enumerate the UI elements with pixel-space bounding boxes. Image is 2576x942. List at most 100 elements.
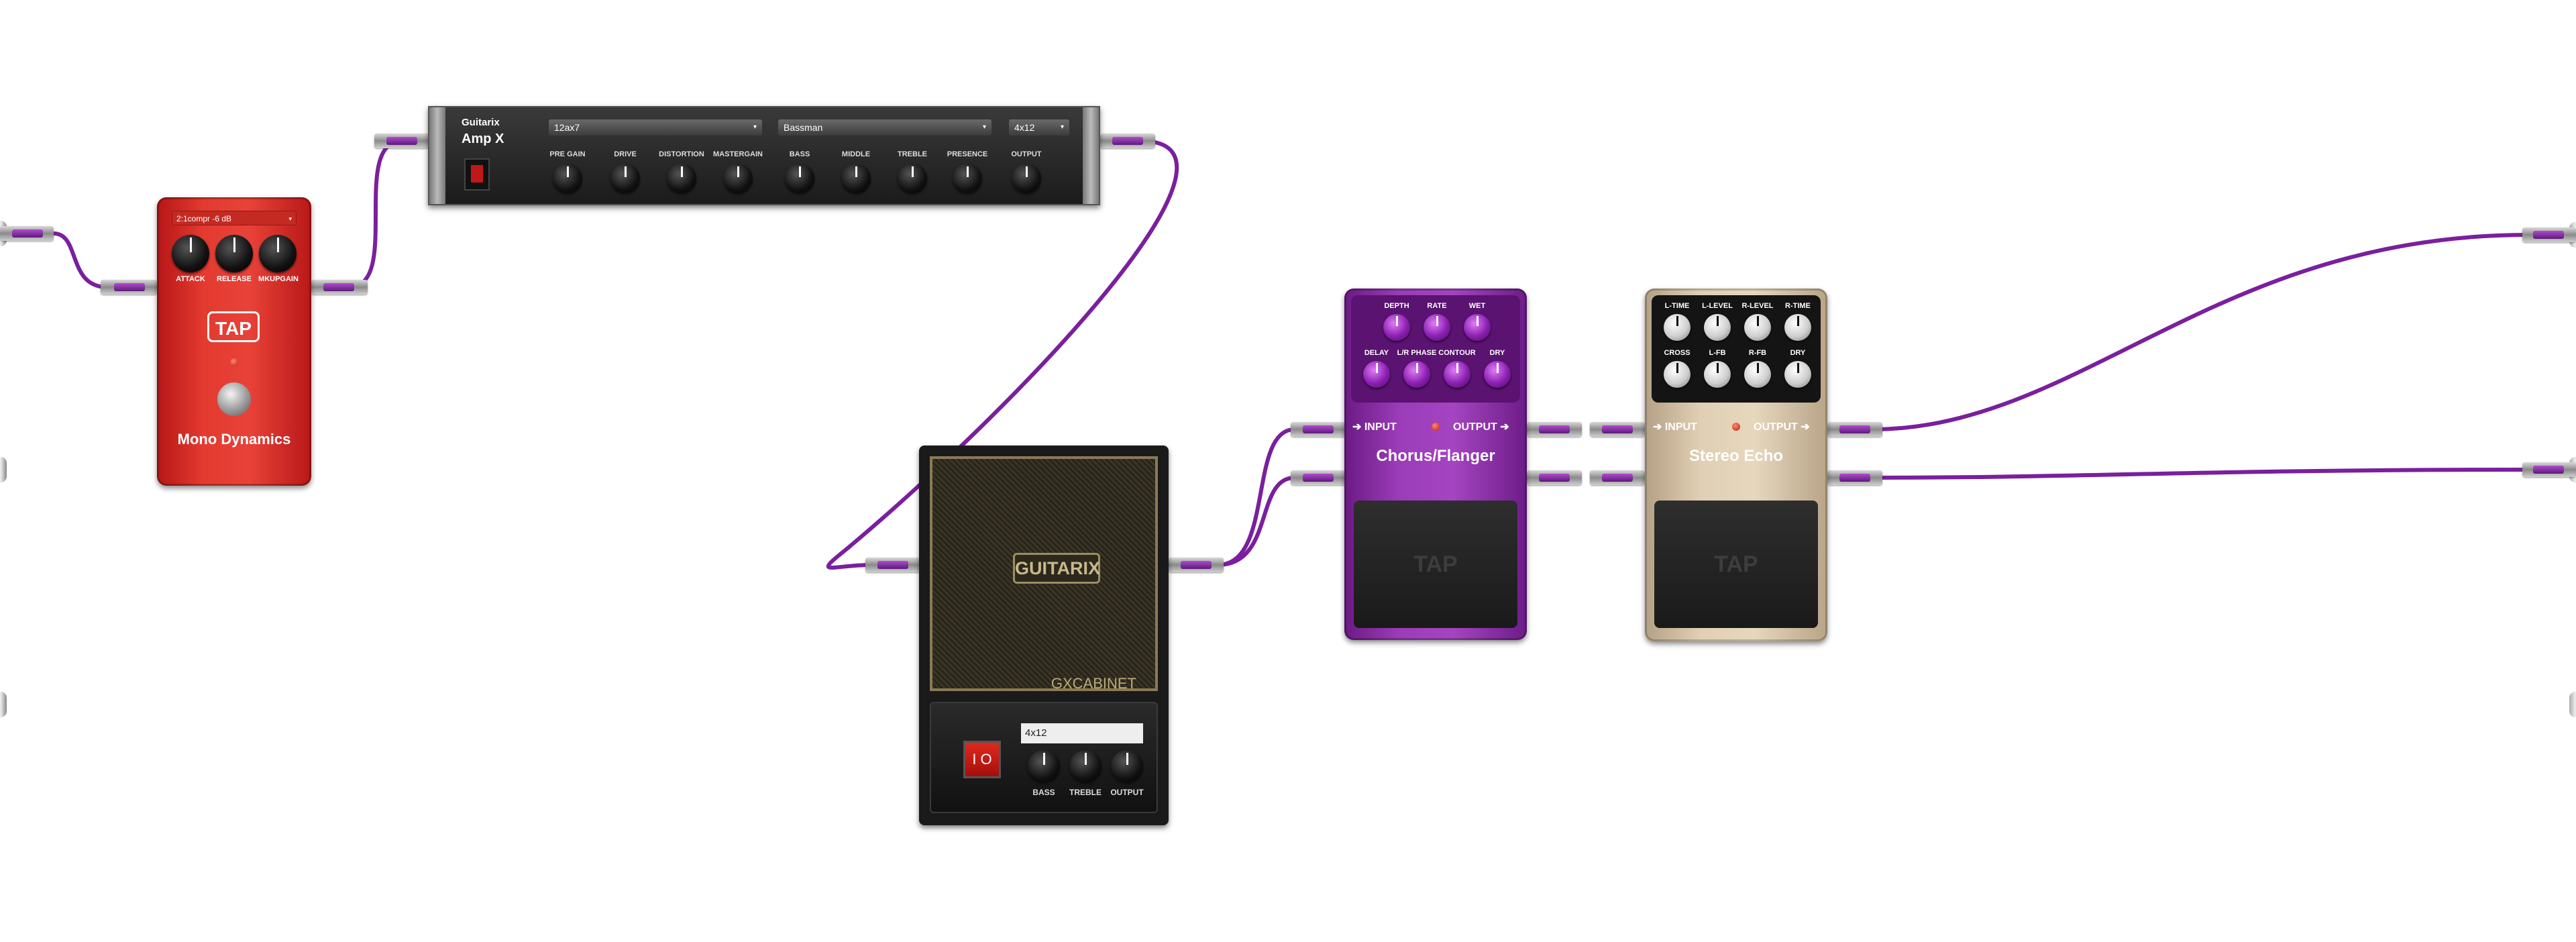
jack-echo-in-2[interactable] <box>1590 470 1645 485</box>
r-level-knob[interactable] <box>1744 314 1771 341</box>
jack-cab-out[interactable] <box>1169 558 1224 572</box>
cable-echo-out-2 <box>1870 468 2531 480</box>
pre-gain-knob[interactable] <box>553 164 582 193</box>
jack-out-right-2[interactable] <box>2522 462 2576 477</box>
l-time-label: L-TIME <box>1664 302 1690 310</box>
jack-chorus-in-2[interactable] <box>1291 470 1346 485</box>
jack-chorus-out-1[interactable] <box>1527 422 1582 437</box>
chorus-knob-panel: DEPTH RATE WET DELAY L/R PHASE CONTOUR D… <box>1351 295 1520 403</box>
pedal-name: Stereo Echo <box>1688 447 1784 465</box>
tonestack-select[interactable]: Bassman ▾ <box>778 119 991 136</box>
pedal-name: Mono Dynamics <box>177 431 291 448</box>
rate-label: RATE <box>1427 302 1447 310</box>
drive-knob[interactable] <box>610 164 640 193</box>
output-knob[interactable] <box>1012 164 1041 193</box>
status-led <box>230 358 238 366</box>
tube-select[interactable]: 12ax7 ▾ <box>549 119 762 136</box>
amp-x-rack[interactable]: Guitarix Amp X 12ax7 ▾ Bassman ▾ 4x12 ▾ … <box>428 106 1100 205</box>
lr-phase-knob[interactable] <box>1403 361 1430 388</box>
cable-cab-to-chorus-2 <box>1216 476 1297 567</box>
jack-chorus-in-1[interactable] <box>1291 422 1346 437</box>
bass-knob[interactable] <box>785 164 814 193</box>
l-fb-knob[interactable] <box>1704 361 1731 388</box>
output-label: OUTPUT ➔ <box>1453 420 1509 433</box>
makeup-gain-knob[interactable] <box>259 235 297 272</box>
drive-label: DRIVE <box>614 150 637 158</box>
arrow-right-icon: ➔ <box>1500 421 1509 433</box>
wet-label: WET <box>1468 302 1486 310</box>
footswitch[interactable]: TAP <box>1654 501 1818 628</box>
chevron-down-icon: ▾ <box>753 123 757 131</box>
l-time-knob[interactable] <box>1664 314 1690 341</box>
jack-cab-in[interactable] <box>865 558 920 572</box>
dry-knob[interactable] <box>1784 361 1811 388</box>
cabinet-model-select[interactable]: 4x12 <box>1021 723 1143 743</box>
chevron-down-icon: ▾ <box>1060 123 1064 131</box>
jack-mono-out[interactable] <box>311 280 368 295</box>
jack-amp-out[interactable] <box>1100 134 1155 148</box>
master-gain-knob[interactable] <box>723 164 753 193</box>
input-port-3[interactable] <box>0 692 7 717</box>
contour-knob[interactable] <box>1444 361 1470 388</box>
middle-label: MIDDLE <box>841 150 871 158</box>
depth-knob[interactable] <box>1383 314 1410 341</box>
treble-knob[interactable] <box>1069 750 1102 782</box>
input-port-2[interactable] <box>0 457 7 482</box>
chevron-down-icon: ▾ <box>288 215 292 222</box>
footswitch[interactable]: TAP <box>1354 501 1517 628</box>
middle-knob[interactable] <box>841 164 871 193</box>
presence-knob[interactable] <box>953 164 982 193</box>
jack-chorus-out-2[interactable] <box>1527 470 1582 485</box>
cross-knob[interactable] <box>1664 361 1690 388</box>
r-fb-label: R-FB <box>1748 349 1767 357</box>
amp-model: Amp X <box>462 132 504 146</box>
master-gain-label: MASTERGAIN <box>713 150 763 158</box>
preset-value: 2:1compr -6 dB <box>176 214 232 223</box>
jack-echo-out-1[interactable] <box>1827 422 1882 437</box>
bass-label: BASS <box>789 150 810 158</box>
jack-in-left[interactable] <box>0 226 54 241</box>
output-text: OUTPUT <box>1754 421 1798 433</box>
stereo-echo-pedal[interactable]: L-TIME L-LEVEL R-LEVEL R-TIME CROSS L-FB… <box>1645 289 1827 641</box>
mono-dynamics-pedal[interactable]: 2:1compr -6 dB ▾ ATTACK RELEASE MKUPGAIN… <box>157 197 311 486</box>
jack-amp-in[interactable] <box>374 134 429 148</box>
power-switch[interactable]: I O <box>963 741 1001 778</box>
output-knob[interactable] <box>1111 750 1143 782</box>
chorus-flanger-pedal[interactable]: DEPTH RATE WET DELAY L/R PHASE CONTOUR D… <box>1344 289 1527 640</box>
cab-select[interactable]: 4x12 ▾ <box>1009 119 1069 136</box>
arrow-right-icon: ➔ <box>1653 421 1662 433</box>
input-label: ➔ INPUT <box>1352 420 1397 433</box>
wet-knob[interactable] <box>1464 314 1491 341</box>
treble-label: TREBLE <box>898 150 927 158</box>
output-port-3[interactable] <box>2569 692 2576 717</box>
arrow-right-icon: ➔ <box>1801 421 1810 433</box>
gx-cabinet[interactable]: GUITARIX GXCABINET I O 4x12 BASS TREBLE … <box>919 446 1169 825</box>
power-switch[interactable] <box>464 158 490 191</box>
jack-out-right-1[interactable] <box>2522 227 2576 242</box>
attack-knob[interactable] <box>172 235 209 272</box>
l-level-knob[interactable] <box>1704 314 1731 341</box>
jack-echo-out-2[interactable] <box>1827 470 1882 485</box>
tap-logo: TAP <box>207 311 260 342</box>
release-knob[interactable] <box>215 235 253 272</box>
r-fb-knob[interactable] <box>1744 361 1771 388</box>
dry-knob[interactable] <box>1484 361 1511 388</box>
pre-gain-label: PRE GAIN <box>549 150 586 158</box>
r-time-knob[interactable] <box>1784 314 1811 341</box>
distortion-label: DISTORTION <box>659 150 704 158</box>
contour-label: CONTOUR <box>1438 349 1476 357</box>
dry-label: DRY <box>1790 349 1806 357</box>
bypass-footswitch[interactable] <box>217 382 251 416</box>
depth-label: DEPTH <box>1384 302 1409 310</box>
treble-knob[interactable] <box>898 164 927 193</box>
distortion-knob[interactable] <box>667 164 696 193</box>
rate-knob[interactable] <box>1424 314 1450 341</box>
jack-mono-in[interactable] <box>101 280 157 295</box>
preset-select[interactable]: 2:1compr -6 dB ▾ <box>172 211 297 225</box>
delay-knob[interactable] <box>1363 361 1390 388</box>
jack-echo-in-1[interactable] <box>1590 422 1645 437</box>
arrow-right-icon: ➔ <box>1352 421 1362 433</box>
cable-mono-to-amp <box>347 139 405 289</box>
bass-knob[interactable] <box>1028 750 1060 782</box>
output-text: OUTPUT <box>1453 421 1497 433</box>
